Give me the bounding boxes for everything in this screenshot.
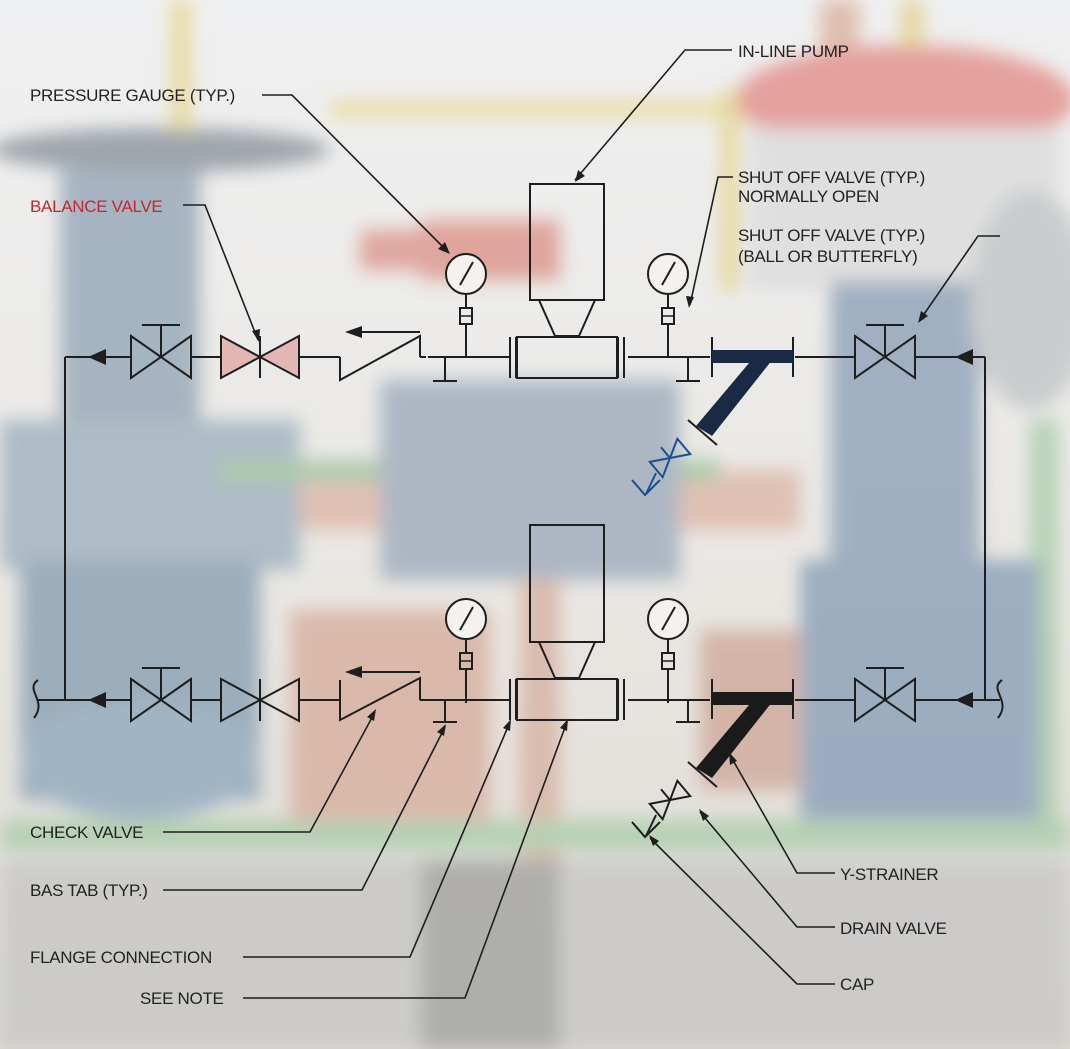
leader-lines bbox=[163, 49, 1000, 999]
check-valve-bottom bbox=[339, 666, 421, 722]
callout-labels: IN-LINE PUMP PRESSURE GAUGE (TYP.) BALAN… bbox=[30, 42, 947, 1008]
label-cap: CAP bbox=[840, 975, 874, 994]
label-shut-off-valve-ball-1: SHUT OFF VALVE (TYP.) bbox=[738, 226, 925, 245]
pressure-gauge-top-right bbox=[647, 253, 689, 359]
label-shut-off-valve-normally-open-1: SHUT OFF VALVE (TYP.) bbox=[738, 168, 925, 187]
in-line-pump-bottom bbox=[509, 524, 625, 721]
bottom-piping-run bbox=[32, 524, 1004, 839]
pressure-gauge-top-left bbox=[445, 253, 487, 359]
label-flange-connection: FLANGE CONNECTION bbox=[30, 948, 212, 967]
label-shut-off-valve-ball-2: (BALL OR BUTTERFLY) bbox=[738, 247, 917, 266]
shut-off-valve-top-left bbox=[130, 324, 192, 379]
balance-valve-top bbox=[220, 334, 300, 380]
label-pressure-gauge: PRESSURE GAUGE (TYP.) bbox=[30, 86, 235, 105]
shut-off-valve-bottom-right bbox=[854, 667, 916, 722]
y-strainer-top bbox=[687, 337, 794, 446]
pressure-gauge-bottom-right bbox=[647, 598, 689, 704]
label-balance-valve: BALANCE VALVE bbox=[30, 197, 162, 216]
check-valve-top bbox=[339, 326, 421, 382]
label-drain-valve: DRAIN VALVE bbox=[840, 919, 947, 938]
y-strainer-bottom bbox=[687, 679, 794, 788]
balance-valve-bottom bbox=[220, 677, 300, 723]
shut-off-valve-bottom-left bbox=[130, 667, 192, 722]
drain-valve-bottom bbox=[647, 778, 693, 822]
label-check-valve: CHECK VALVE bbox=[30, 823, 143, 842]
pressure-gauge-bottom-left bbox=[445, 598, 487, 704]
in-line-pump-top bbox=[509, 183, 625, 379]
drain-valve-top bbox=[647, 436, 693, 480]
label-bas-tab: BAS TAB (TYP.) bbox=[30, 881, 148, 900]
shut-off-valve-top-right bbox=[854, 324, 916, 379]
label-see-note: SEE NOTE bbox=[140, 989, 224, 1008]
label-y-strainer: Y-STRAINER bbox=[840, 865, 938, 884]
label-in-line-pump: IN-LINE PUMP bbox=[738, 42, 849, 61]
label-shut-off-valve-normally-open-2: NORMALLY OPEN bbox=[738, 187, 879, 206]
top-piping-run bbox=[64, 183, 986, 700]
